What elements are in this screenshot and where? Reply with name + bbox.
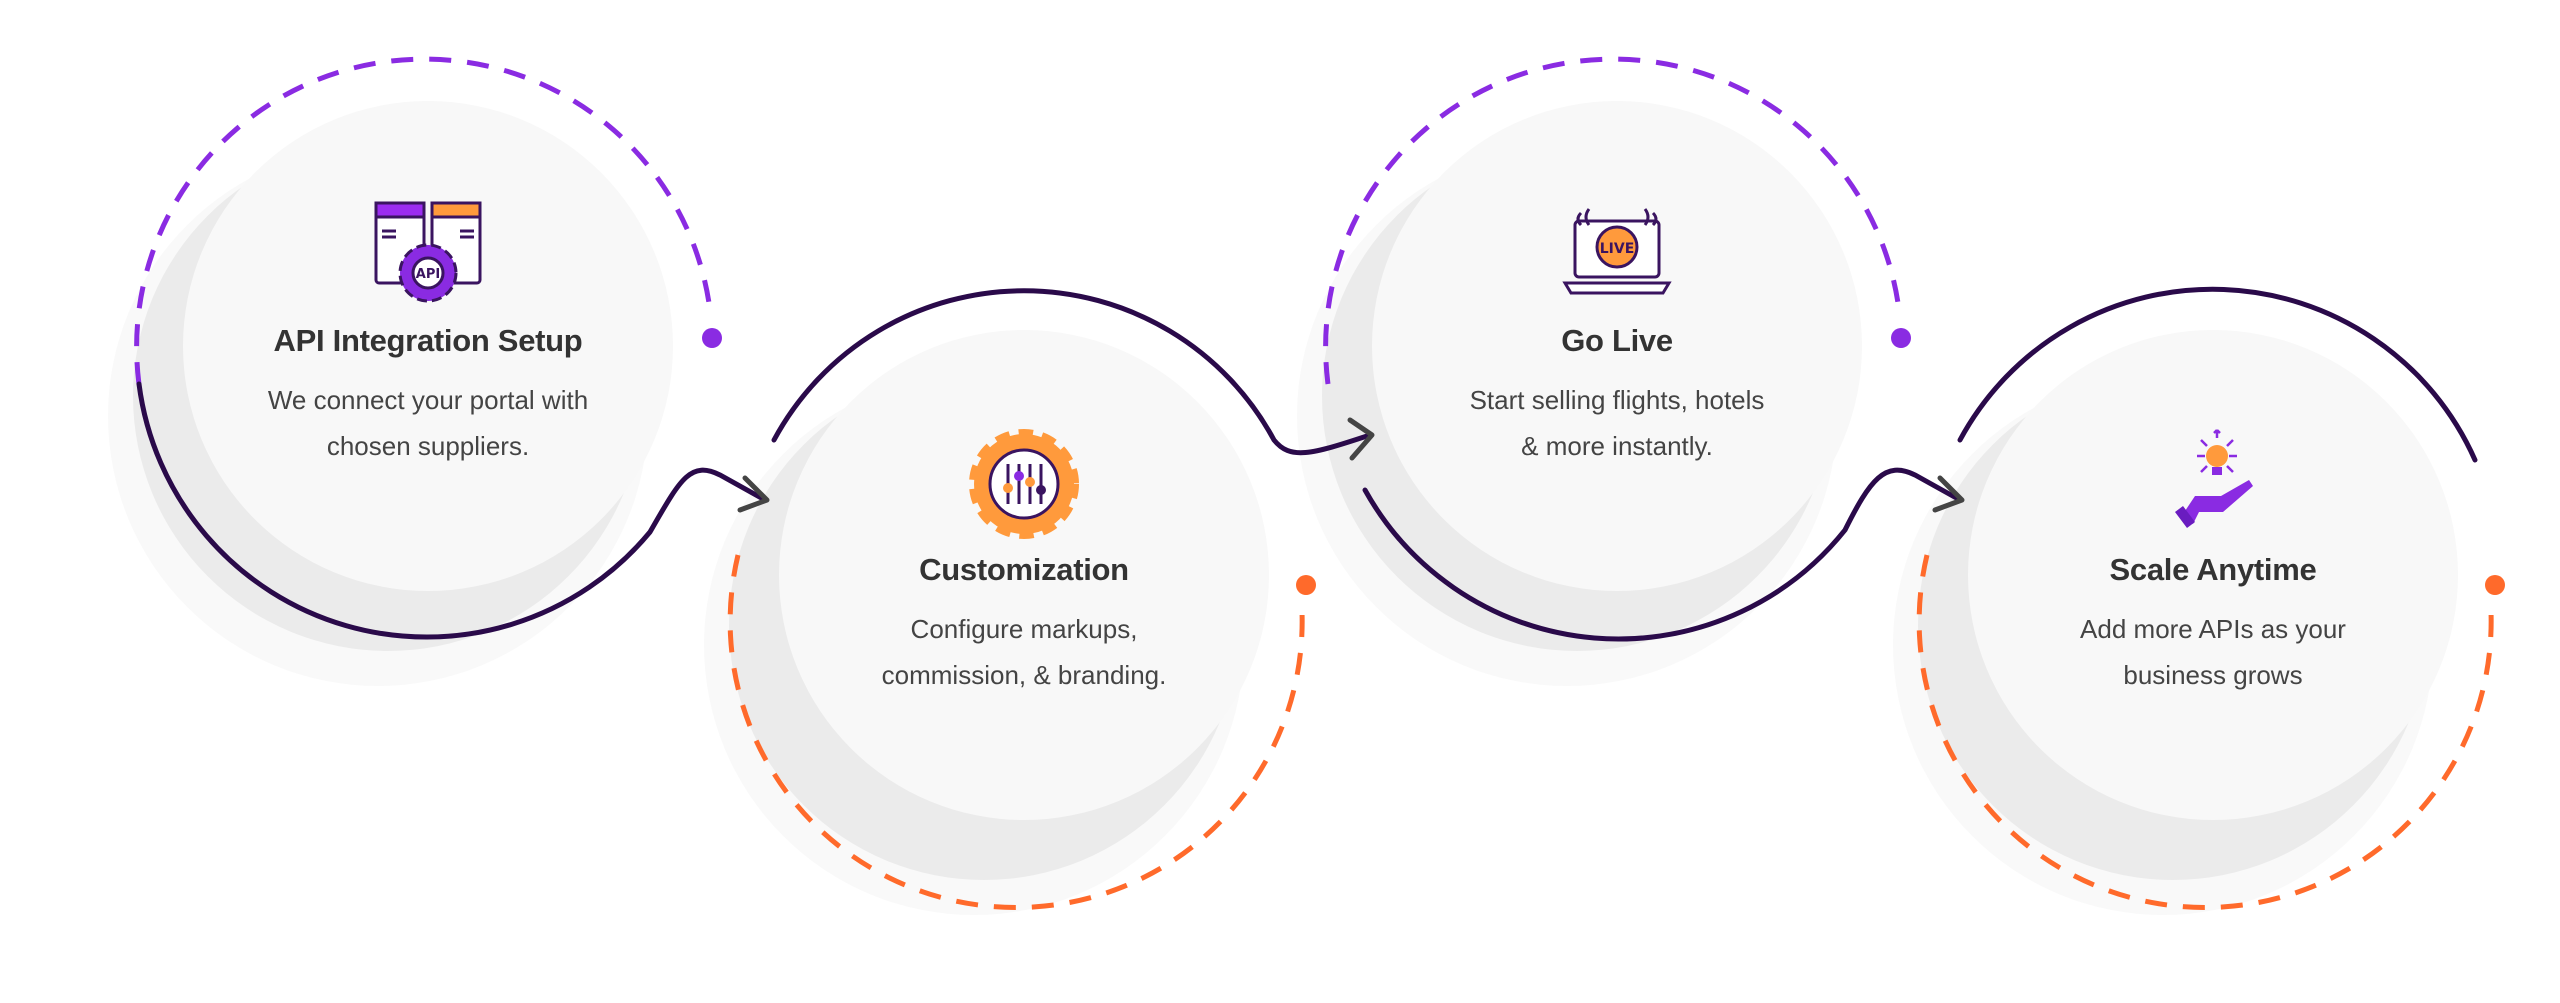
dot-orange-1 bbox=[1296, 575, 1316, 595]
circle-step-2 bbox=[704, 330, 1269, 915]
step-description: Configure markups,commission, & branding… bbox=[881, 614, 1167, 690]
dashed-arc-purple-1 bbox=[134, 56, 713, 385]
connector-line bbox=[136, 286, 2478, 642]
live-laptop-icon: LIVE bbox=[1562, 208, 1672, 295]
circle-step-4 bbox=[1893, 330, 2458, 915]
settings-sliders-gear-icon bbox=[969, 429, 1079, 539]
dot-orange-2 bbox=[2485, 575, 2505, 595]
step-api-integration: API API Integration Setup We connect you… bbox=[188, 195, 668, 469]
step-go-live: LIVE Go Live Start selling flights, hote… bbox=[1377, 195, 1857, 469]
arrow-icon-2 bbox=[1347, 417, 1375, 461]
dot-purple-2 bbox=[1891, 328, 1911, 348]
dashed-arc-purple-2 bbox=[1323, 56, 1902, 385]
dashed-arc-orange-1 bbox=[727, 554, 1305, 911]
hand-lightbulb-icon bbox=[2175, 429, 2253, 528]
arrow-icon-1 bbox=[737, 475, 770, 513]
circle-step-1 bbox=[108, 101, 673, 686]
dashed-arc-orange-2 bbox=[1916, 554, 2494, 911]
step-title: API Integration Setup bbox=[273, 323, 583, 358]
step-title: Go Live bbox=[1561, 323, 1673, 358]
step-description: Start selling flights, hotels& more inst… bbox=[1469, 385, 1765, 461]
api-gear-icon: API bbox=[374, 201, 482, 303]
circle-step-3 bbox=[1297, 101, 1862, 686]
step-customization: Customization Configure markups,commissi… bbox=[784, 424, 1264, 698]
dot-purple-1 bbox=[702, 328, 722, 348]
arrow-icon-3 bbox=[1932, 475, 1965, 513]
svg-text:LIVE: LIVE bbox=[1600, 241, 1635, 257]
step-title: Scale Anytime bbox=[2109, 552, 2317, 587]
svg-text:API: API bbox=[416, 267, 440, 282]
step-title: Customization bbox=[919, 552, 1129, 587]
